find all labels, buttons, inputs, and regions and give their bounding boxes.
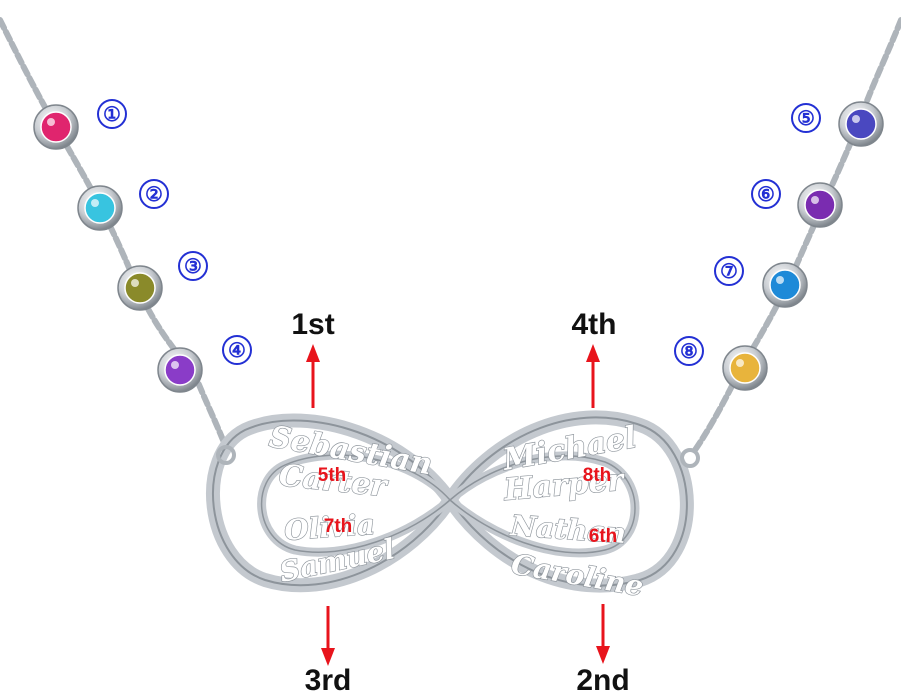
gemstone-shine (776, 276, 784, 284)
badge-number: ② (145, 183, 163, 206)
name-olivia: Olivia (283, 508, 376, 547)
badge-stone-3: ③ (178, 251, 208, 281)
gemstone-shine (811, 196, 819, 204)
label-seventh: 7th (323, 516, 353, 537)
gemstone-gem (84, 192, 116, 224)
gemstone-gem (804, 189, 836, 221)
badge-number: ⑤ (797, 107, 815, 130)
gemstone-6 (797, 182, 843, 228)
label-third: 3rd (304, 664, 352, 697)
badge-stone-7: ⑦ (714, 256, 744, 286)
badge-number: ⑥ (757, 183, 775, 206)
badge-number: ③ (184, 255, 202, 278)
arrow-up-first (306, 344, 320, 408)
badge-stone-5: ⑤ (791, 103, 821, 133)
arrow-down-third (321, 606, 335, 666)
gemstone-8 (722, 345, 768, 391)
gemstone-shine (852, 115, 860, 123)
gemstone-1 (33, 104, 79, 150)
badge-stone-2: ② (139, 179, 169, 209)
left-chain (0, 17, 228, 448)
gemstone-gem (729, 352, 761, 384)
badge-stone-1: ① (97, 99, 127, 129)
right-chain (692, 17, 901, 453)
badge-stone-6: ⑥ (751, 179, 781, 209)
arrows (306, 344, 610, 666)
label-eighth: 8th (582, 465, 612, 486)
badge-number: ④ (228, 339, 246, 362)
arrow-down-second (596, 604, 610, 664)
arrow-up-fourth (586, 344, 600, 408)
label-fifth: 5th (317, 465, 347, 486)
gemstone-gem (40, 111, 72, 143)
label-fourth: 4th (571, 308, 617, 341)
right-clasp-ring (680, 448, 700, 468)
gemstone-shine (131, 279, 139, 287)
pendant-inner-loop-edge (260, 454, 636, 554)
gemstone-7 (762, 262, 808, 308)
badge-number: ⑧ (680, 340, 698, 363)
gemstone-shine (171, 361, 179, 369)
badge-number: ⑦ (720, 260, 738, 283)
label-first: 1st (291, 308, 335, 341)
left-clasp-ring (216, 445, 236, 465)
gemstone-shine (47, 118, 55, 126)
gemstone-shine (91, 199, 99, 207)
gemstone-gem (769, 269, 801, 301)
gemstone-gem (124, 272, 156, 304)
badge-stone-8: ⑧ (674, 336, 704, 366)
gemstone-shine (736, 359, 744, 367)
stones (33, 101, 884, 393)
gemstone-4 (157, 347, 203, 393)
label-second: 2nd (576, 664, 630, 697)
infinity-pendant: Sebastian Carter Olivia Samuel Michael H… (206, 410, 700, 604)
gemstone-3 (117, 265, 163, 311)
badge-number: ① (103, 103, 121, 126)
label-sixth: 6th (588, 526, 618, 547)
gemstone-gem (164, 354, 196, 386)
gemstone-gem (845, 108, 877, 140)
badge-stone-4: ④ (222, 335, 252, 365)
gemstone-5 (838, 101, 884, 147)
gemstone-2 (77, 185, 123, 231)
